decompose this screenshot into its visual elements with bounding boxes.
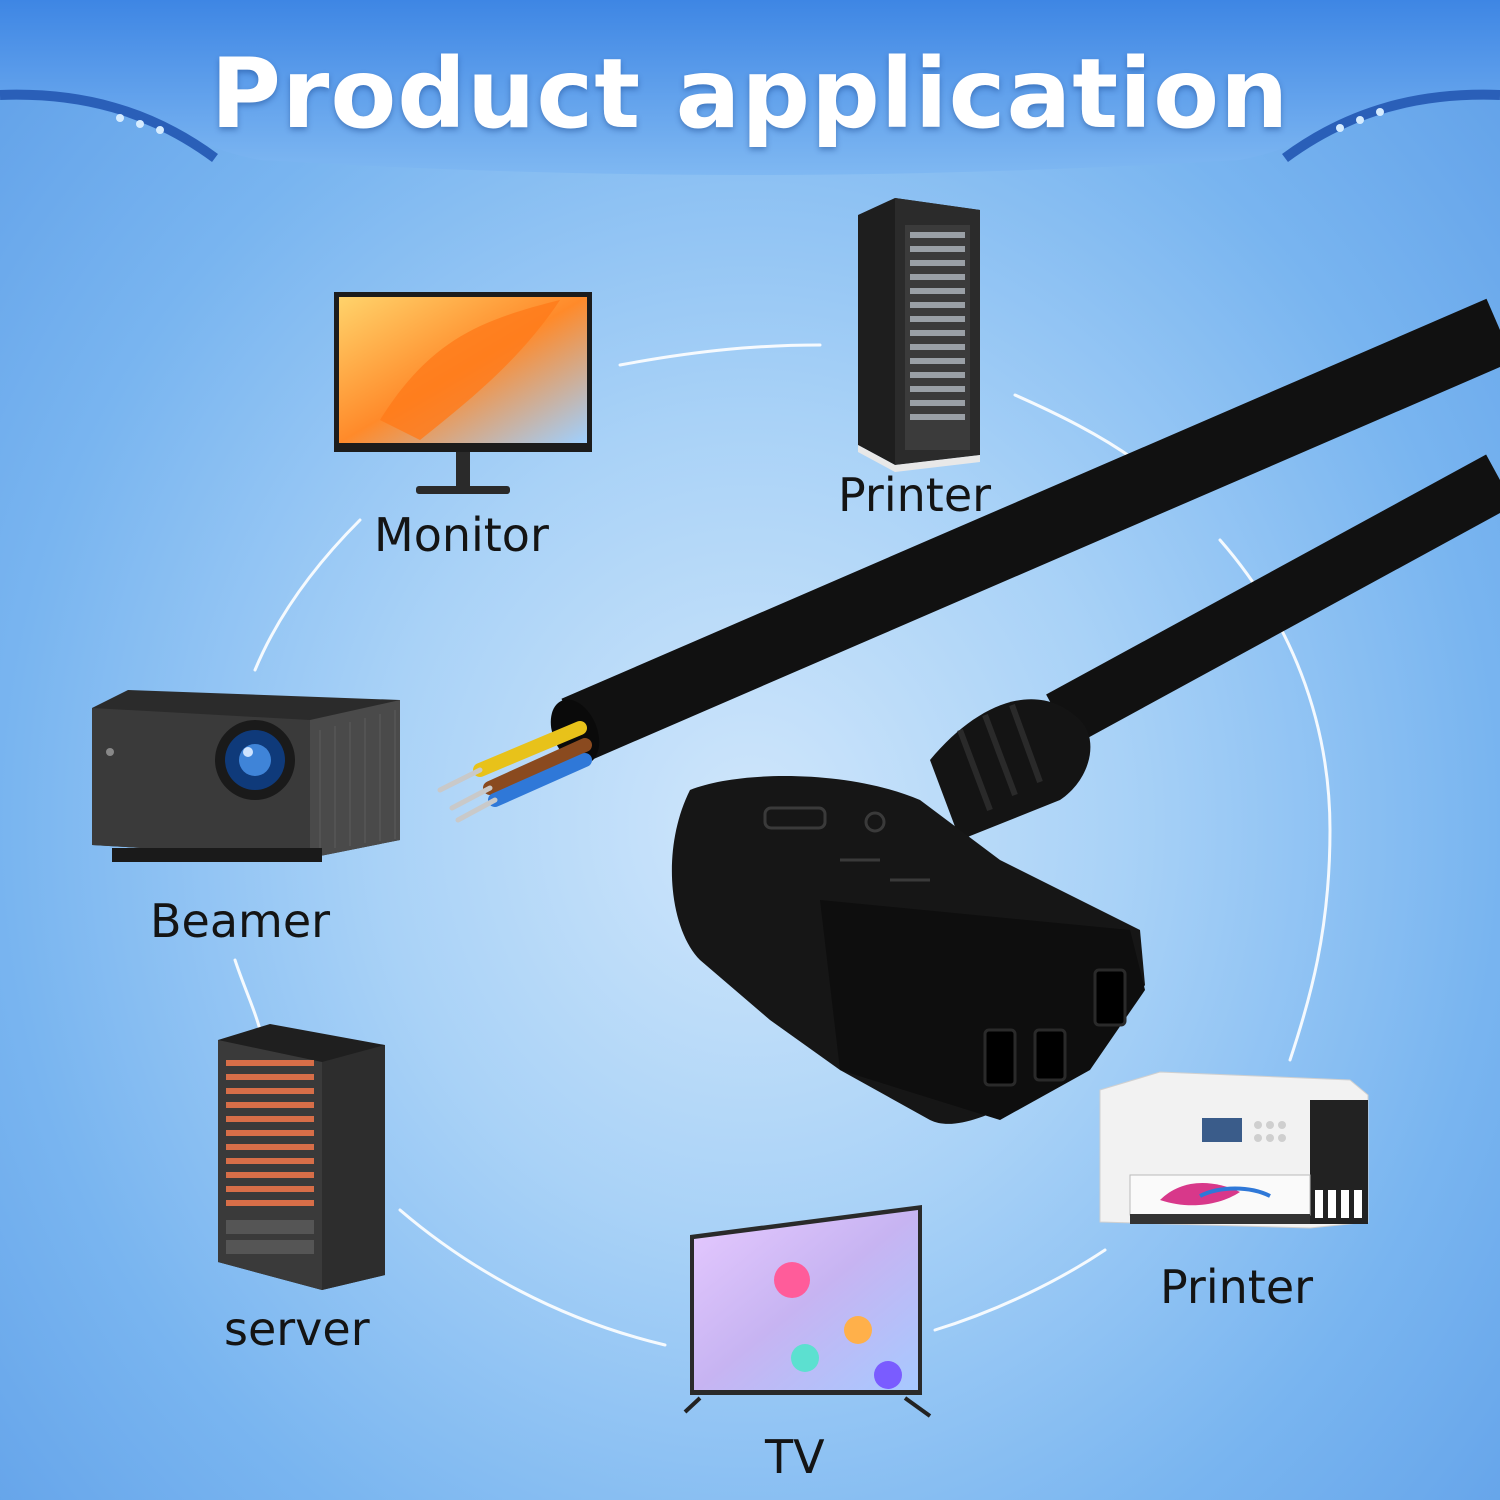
beamer-label: Beamer <box>150 894 331 948</box>
page-title: Product application <box>210 38 1290 150</box>
tv-label: TV <box>765 1430 825 1484</box>
printer-bottom-label: Printer <box>1160 1260 1314 1314</box>
header-banner <box>0 0 1500 175</box>
server-label: server <box>224 1302 370 1356</box>
monitor-label: Monitor <box>374 508 549 562</box>
printer-top-label: Printer <box>838 468 992 522</box>
